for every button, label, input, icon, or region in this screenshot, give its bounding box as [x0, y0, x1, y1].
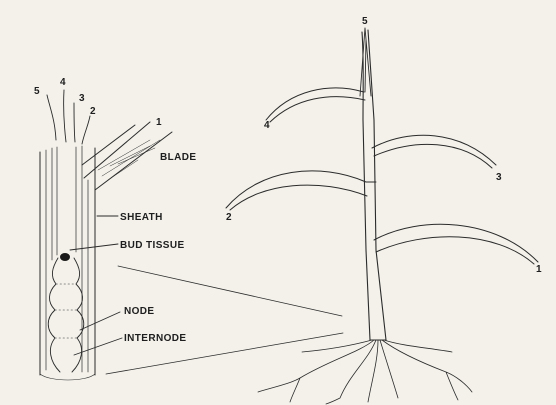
leaf-2-lower	[230, 185, 367, 210]
detail-number-2: 2	[90, 106, 96, 117]
leaf-strand-3	[74, 103, 75, 142]
blade-edge-upper	[82, 125, 135, 165]
node-dividers	[55, 284, 77, 338]
internode-label: INTERNODE	[124, 333, 187, 344]
plant-number-3: 3	[496, 172, 502, 183]
leaf-strand-4	[64, 90, 66, 142]
stem-right-edge	[368, 30, 386, 340]
root-system	[258, 340, 472, 404]
node-leader	[80, 312, 120, 330]
detail-number-3: 3	[79, 93, 85, 104]
plant-number-1: 1	[536, 264, 542, 275]
bud-tissue-mark	[60, 253, 70, 261]
sheath-label: SHEATH	[120, 212, 163, 223]
plant-number-2: 2	[226, 212, 232, 223]
leaf-1-upper	[374, 224, 538, 262]
detail-number-5: 5	[34, 86, 40, 97]
plant-number-5: 5	[362, 16, 368, 27]
stem-base	[40, 374, 95, 380]
node-column	[48, 258, 84, 372]
bud-tissue-leader	[70, 244, 118, 250]
stem-detail: 5 4 3 2 1 BLADE SHEATH BUD TISSUE NODE I…	[34, 77, 196, 380]
leaf-strand-2	[82, 116, 90, 144]
detail-number-1: 1	[156, 117, 162, 128]
whole-plant: 5 4 3 2 1	[226, 16, 542, 404]
detail-number-4: 4	[60, 77, 66, 88]
leaf-4-lower	[270, 97, 365, 122]
bud-tissue-label: BUD TISSUE	[120, 240, 185, 251]
leaf-3-lower	[374, 144, 492, 168]
blade-label: BLADE	[160, 152, 196, 163]
plant-number-4: 4	[264, 120, 270, 131]
blade-edge-lower	[84, 122, 150, 178]
stem-left-edge	[362, 32, 370, 340]
leaf-5	[360, 28, 371, 96]
leaf-4-upper	[266, 88, 364, 120]
node-label: NODE	[124, 306, 155, 317]
leaf-strand-5	[47, 95, 56, 140]
